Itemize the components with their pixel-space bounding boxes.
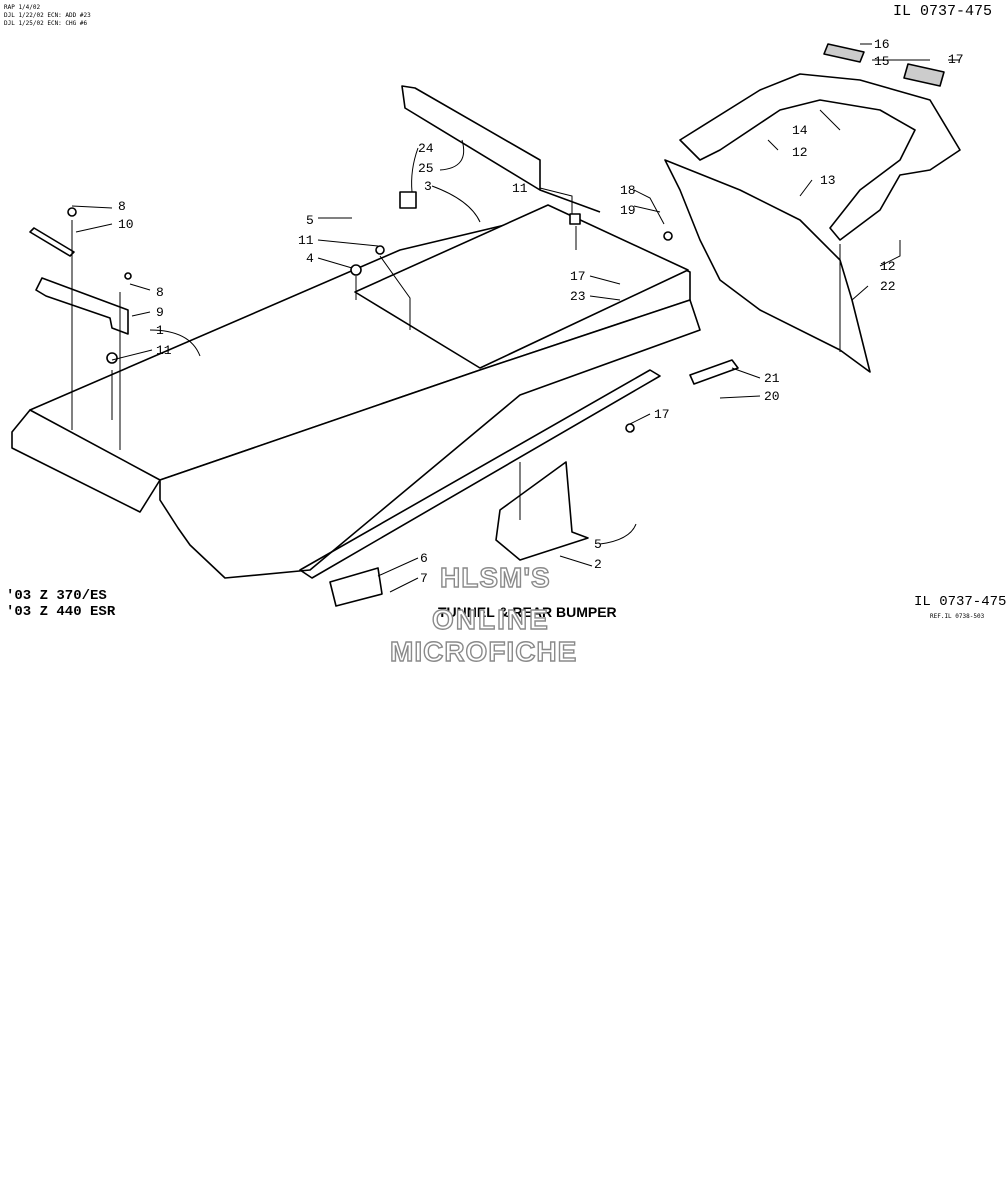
callout-9: 9: [156, 305, 164, 320]
callout-13: 13: [820, 173, 836, 188]
diagram-title: TUNNEL & REAR BUMPER: [438, 604, 617, 620]
callout-16: 16: [874, 37, 890, 52]
part-10-strip: [29, 227, 75, 257]
callout-8: 8: [118, 199, 126, 214]
callout-15: 15: [874, 54, 890, 69]
callout-11: 11: [156, 343, 172, 358]
callout-17: 17: [570, 269, 586, 284]
callout-11: 11: [298, 233, 314, 248]
watermark-line: MICROFICHE: [389, 635, 578, 667]
watermark-line: HLSM'S: [439, 561, 551, 593]
decal-16: [823, 43, 865, 63]
left-bracket: [35, 277, 129, 335]
illustration-id-bottom: IL 0737-475: [914, 594, 1006, 610]
front-flap-lower: [539, 189, 601, 213]
tunnel-rear-lip: [11, 409, 161, 513]
callout-18: 18: [620, 183, 636, 198]
callout-19: 19: [620, 203, 636, 218]
callout-1: 1: [156, 323, 164, 338]
callout-7: 7: [420, 571, 428, 586]
callout-21: 21: [764, 371, 780, 386]
decal-15: [903, 63, 945, 87]
callout-12: 12: [792, 145, 808, 160]
model-list: '03 Z 370/ES '03 Z 440 ESR: [6, 588, 115, 620]
callout-14: 14: [792, 123, 808, 138]
tunnel-side: [159, 299, 701, 579]
callout-2: 2: [594, 557, 602, 572]
callout-24: 24: [418, 141, 434, 156]
running-board-rail: [299, 369, 661, 579]
illustration-id-top: IL 0737-475: [892, 3, 992, 20]
revision-note: RAP 1/4/02: [4, 4, 41, 11]
callout-8: 8: [156, 285, 164, 300]
callout-10: 10: [118, 217, 134, 232]
callout-11: 11: [512, 181, 528, 196]
front-flap: [401, 85, 541, 191]
watermark-line: ONLINE: [431, 603, 550, 635]
callout-3: 3: [424, 179, 432, 194]
callout-5: 5: [594, 537, 602, 552]
callout-17: 17: [654, 407, 670, 422]
part-21-bracket: [689, 359, 739, 385]
callout-5: 5: [306, 213, 314, 228]
snow-flap: [664, 159, 871, 373]
revision-notes: RAP 1/4/02 DJL 1/22/02 ECN: ADD #23 DJL …: [4, 4, 91, 28]
center-plate: [354, 204, 689, 369]
model-name: '03 Z 440 ESR: [6, 604, 116, 620]
callout-25: 25: [418, 161, 434, 176]
callout-23: 23: [570, 289, 586, 304]
foot-plate: [329, 567, 383, 607]
model-name: '03 Z 370/ES: [6, 588, 107, 604]
exploded-parts-diagram: 16 15 17 14 12 13 12 22 24 25 3 11 18 19…: [11, 37, 964, 607]
callout-17: 17: [948, 52, 964, 67]
callout-20: 20: [764, 389, 780, 404]
revision-note: DJL 1/25/02 ECN: CHG #6: [4, 20, 88, 27]
callout-6: 6: [420, 551, 428, 566]
part-24-plate: [399, 191, 417, 209]
revision-note: DJL 1/22/02 ECN: ADD #23: [4, 12, 91, 19]
callout-12: 12: [880, 259, 896, 274]
reference-id: REF.IL 0738-503: [930, 613, 985, 620]
callout-4: 4: [306, 251, 314, 266]
rear-bumper: [679, 73, 961, 241]
hitch-plate: [495, 461, 589, 561]
callout-22: 22: [880, 279, 896, 294]
